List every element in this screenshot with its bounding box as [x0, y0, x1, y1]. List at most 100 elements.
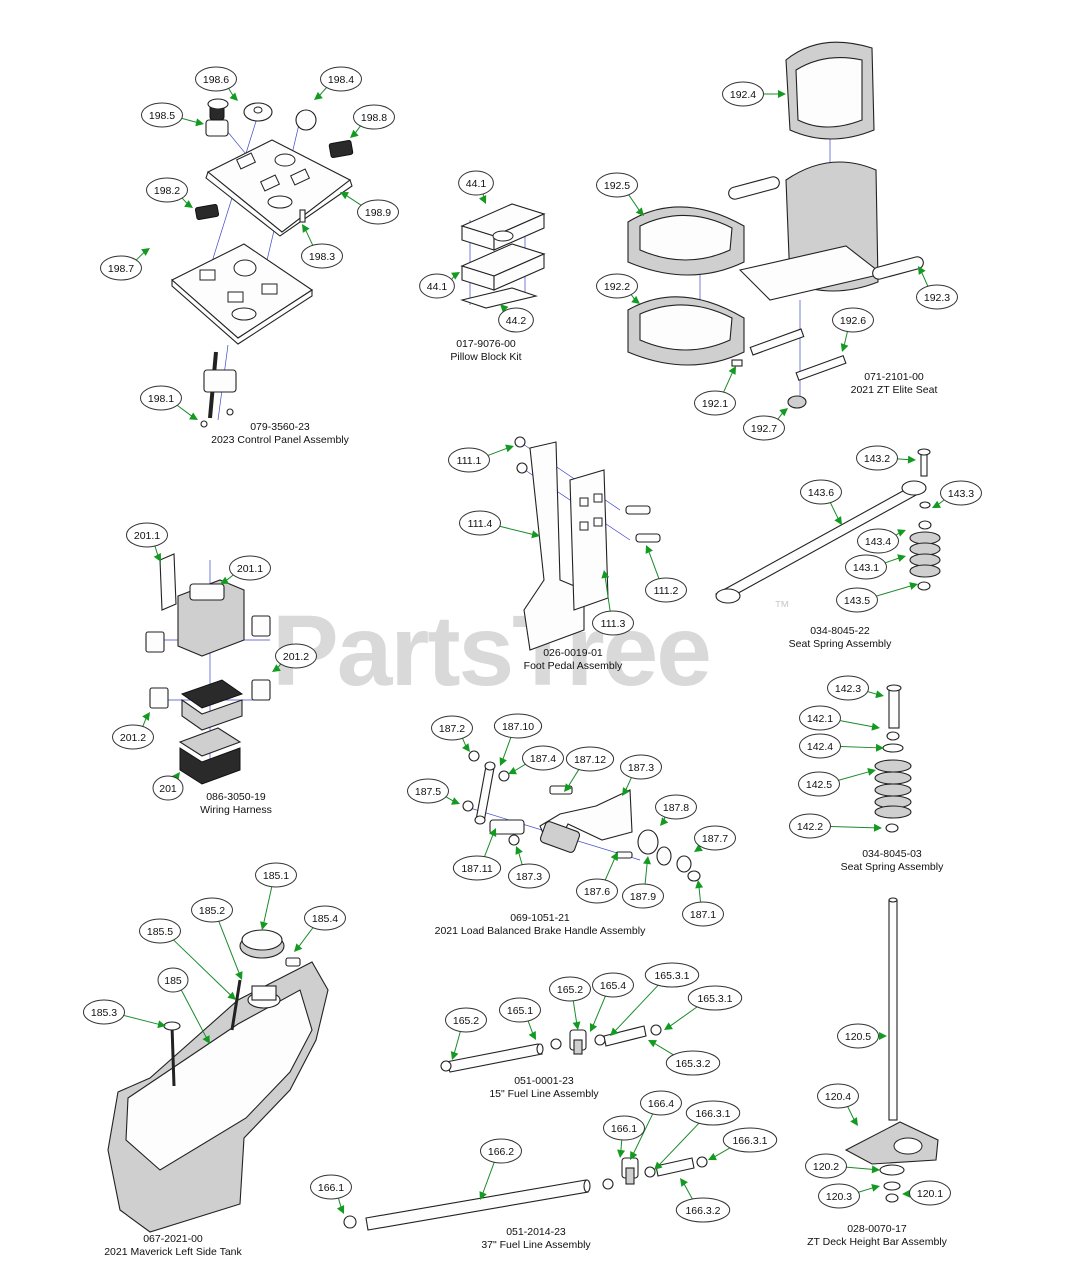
callout-label: 165.4: [600, 980, 626, 992]
leader-arrow: [918, 266, 926, 275]
assembly-part-number: 067-2021-00: [143, 1233, 203, 1245]
callout-balloon: [191, 897, 233, 923]
callout-label: 142.1: [807, 713, 833, 725]
callout-label: 192.7: [751, 423, 777, 435]
assembly-part-number: 028-0070-17: [847, 1223, 907, 1235]
leader-line: [604, 857, 616, 881]
callout-166-3-2: 166.3.2: [675, 1178, 731, 1223]
callout-165-3-2: 165.3.2: [648, 1040, 721, 1076]
callout-balloon: [827, 675, 869, 701]
callout-label: 185.2: [199, 905, 225, 917]
callout-label: 192.5: [604, 180, 630, 192]
callout-balloon: [640, 1090, 682, 1116]
callout-balloon: [407, 778, 449, 804]
leader-arrow: [505, 444, 514, 453]
callout-166-2: 166.2: [479, 1138, 522, 1200]
callout-label: 198.5: [149, 110, 175, 122]
callout-111-1: 111.1: [448, 444, 514, 473]
assembly-part-number: 071-2101-00: [864, 371, 924, 383]
leader-arrow: [589, 1023, 598, 1032]
callout-label: 198.1: [148, 393, 174, 405]
leader-arrow: [622, 787, 630, 796]
leader-arrow: [229, 92, 238, 101]
callout-balloon: [685, 1100, 741, 1126]
callout-label: 187.8: [663, 802, 689, 814]
callout-balloon: [845, 554, 887, 580]
assembly-title: ZT Deck Height Bar Assembly: [807, 1236, 948, 1248]
leader-line: [835, 770, 871, 782]
leader-line: [517, 851, 523, 866]
leader-arrow: [184, 200, 193, 208]
assembly-title: Foot Pedal Assembly: [524, 660, 623, 672]
callout-201-1: 201.1: [220, 555, 271, 584]
callout-label: 143.2: [864, 453, 890, 465]
callout-label: 201.2: [283, 651, 309, 663]
callout-187-4: 187.4: [508, 745, 564, 775]
callout-142-5: 142.5: [798, 768, 876, 797]
assembly-title: 2021 Load Balanced Brake Handle Assembly: [435, 925, 646, 937]
callout-198-3: 198.3: [301, 224, 343, 269]
callout-44-1: 44.1: [419, 272, 460, 299]
leader-arrow: [572, 1021, 581, 1030]
callout-balloon: [301, 243, 343, 269]
callout-balloon: [357, 199, 399, 225]
leader-line: [483, 833, 494, 858]
assembly-part-number: 034-8045-22: [810, 625, 870, 637]
leader-line: [668, 1003, 701, 1028]
leader-arrow: [834, 516, 842, 525]
callout-187-11: 187.11: [452, 828, 502, 881]
leader-arrow: [680, 1178, 688, 1187]
callout-label: 143.3: [948, 488, 974, 500]
leader-arrow: [875, 743, 884, 752]
callout-120-3: 120.3: [818, 1183, 880, 1209]
leader-line: [683, 1182, 694, 1201]
foot-pedal-drawing: [514, 436, 661, 651]
callout-balloon: [499, 997, 541, 1023]
callout-187-1: 187.1: [682, 880, 724, 927]
callout-label: 142.2: [797, 821, 823, 833]
assembly-title: 2023 Control Panel Assembly: [211, 434, 349, 446]
callout-198-9: 198.9: [340, 192, 399, 225]
callout-198-7: 198.7: [100, 248, 150, 281]
callout-201-2: 201.2: [112, 712, 154, 750]
callout-165-3-1: 165.3.1: [610, 962, 700, 1036]
callout-label: 44.1: [466, 178, 487, 190]
leader-arrow: [840, 343, 849, 352]
assembly-part-number: 051-0001-23: [514, 1075, 574, 1087]
leader-arrow: [643, 856, 651, 865]
callout-label: 165.3.1: [697, 993, 732, 1005]
callout-label: 201.1: [237, 563, 263, 575]
seat-drawing: [627, 41, 924, 409]
callout-balloon: [493, 713, 543, 739]
leader-line: [836, 745, 879, 749]
leader-arrow: [227, 991, 236, 1000]
leader-arrow: [664, 1022, 673, 1030]
callout-balloon: [832, 307, 874, 333]
callout-balloon: [837, 1023, 879, 1049]
leader-arrow: [515, 846, 523, 855]
callout-balloon: [665, 1050, 721, 1076]
callout-balloon: [818, 1183, 860, 1209]
leader-arrow: [728, 366, 736, 375]
leader-arrow: [260, 921, 268, 930]
callout-label: 198.8: [361, 112, 387, 124]
callout-187-6: 187.6: [576, 852, 618, 904]
callout-balloon: [789, 813, 831, 839]
callout-111-2: 111.2: [645, 545, 687, 603]
callout-balloon: [799, 733, 841, 759]
callout-198-4: 198.4: [314, 66, 362, 100]
leader-arrow: [897, 554, 906, 562]
leader-arrow: [564, 783, 573, 792]
leader-line: [501, 736, 512, 761]
callout-balloon: [549, 976, 591, 1002]
callout-165-2: 165.2: [549, 976, 591, 1030]
assembly-part-number: 069-1051-21: [510, 912, 570, 924]
callout-balloon: [722, 1127, 778, 1153]
callout-balloon: [320, 66, 362, 92]
leader-arrow: [902, 1189, 911, 1198]
callout-187-3: 187.3: [508, 846, 550, 889]
leader-arrow: [932, 500, 941, 508]
callout-balloon: [229, 555, 271, 581]
callout-165-1: 165.1: [499, 997, 541, 1040]
